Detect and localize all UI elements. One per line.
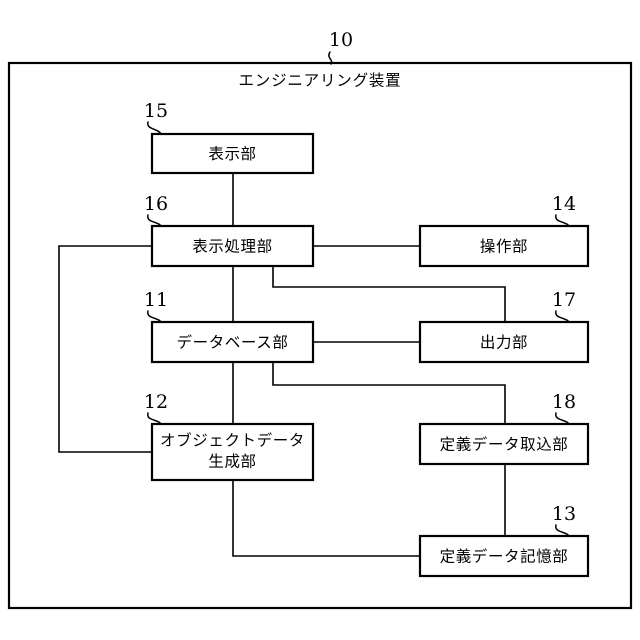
block-15-label: 表示部 xyxy=(208,145,256,163)
ref-number-14: 14 xyxy=(552,193,576,215)
ref-number-13: 13 xyxy=(552,503,576,525)
connector-object-data-generation-to-definition-data-storage xyxy=(232,479,421,557)
block-14-label: 操作部 xyxy=(480,238,528,256)
block-11-database[interactable]: データベース部 xyxy=(150,320,315,364)
apparatus-title: エンジニアリング装置 xyxy=(238,72,401,90)
leader-line-15 xyxy=(147,121,162,135)
block-15-box[interactable] xyxy=(150,132,315,175)
ref-number-16: 16 xyxy=(144,193,168,215)
block-18-definition-data-import[interactable]: 定義データ取込部 xyxy=(418,422,590,466)
ref-number-11: 11 xyxy=(144,289,168,311)
connector-display-processing-to-output xyxy=(272,265,506,323)
block-12-object-data-generation[interactable]: オブジェクトデータ 生成部 xyxy=(150,422,315,482)
block-11-box[interactable] xyxy=(150,320,315,364)
block-12-label-line2: 生成部 xyxy=(208,453,256,471)
leader-line-14 xyxy=(555,214,570,227)
ref-number-17: 17 xyxy=(552,289,576,311)
leader-line-16 xyxy=(147,214,162,227)
leader-line-12 xyxy=(147,412,162,425)
block-13-box[interactable] xyxy=(418,534,590,578)
block-17-box[interactable] xyxy=(418,320,590,364)
leader-line-13 xyxy=(555,524,570,537)
ref-number-15: 15 xyxy=(144,100,168,122)
block-13-label: 定義データ記憶部 xyxy=(440,547,569,566)
leader-line-18 xyxy=(555,412,570,425)
leader-line-10 xyxy=(328,51,333,65)
block-17-label: 出力部 xyxy=(480,334,528,352)
block-15-display[interactable]: 表示部 xyxy=(150,132,315,175)
block-14-box[interactable] xyxy=(418,224,590,268)
block-12-box[interactable] xyxy=(150,422,315,482)
connector-database-to-definition-data-import xyxy=(272,361,506,425)
apparatus-frame xyxy=(7,61,633,610)
block-16-label: 表示処理部 xyxy=(192,238,273,256)
block-17-output[interactable]: 出力部 xyxy=(418,320,590,364)
block-18-box[interactable] xyxy=(418,422,590,466)
leader-line-17 xyxy=(555,310,570,323)
block-16-box[interactable] xyxy=(150,224,315,268)
ref-number-12: 12 xyxy=(144,391,168,413)
block-13-definition-data-storage[interactable]: 定義データ記憶部 xyxy=(418,534,590,578)
ref-number-10: 10 xyxy=(329,29,353,51)
block-12-label-line1: オブジェクトデータ xyxy=(160,431,305,450)
block-16-display-processing[interactable]: 表示処理部 xyxy=(150,224,315,268)
block-11-label: データベース部 xyxy=(177,333,289,352)
leader-line-11 xyxy=(147,310,162,323)
block-14-operation[interactable]: 操作部 xyxy=(418,224,590,268)
block-18-label: 定義データ取込部 xyxy=(440,435,569,454)
connector-display-processing-to-object-data-generation xyxy=(58,245,153,453)
ref-number-18: 18 xyxy=(552,391,576,413)
